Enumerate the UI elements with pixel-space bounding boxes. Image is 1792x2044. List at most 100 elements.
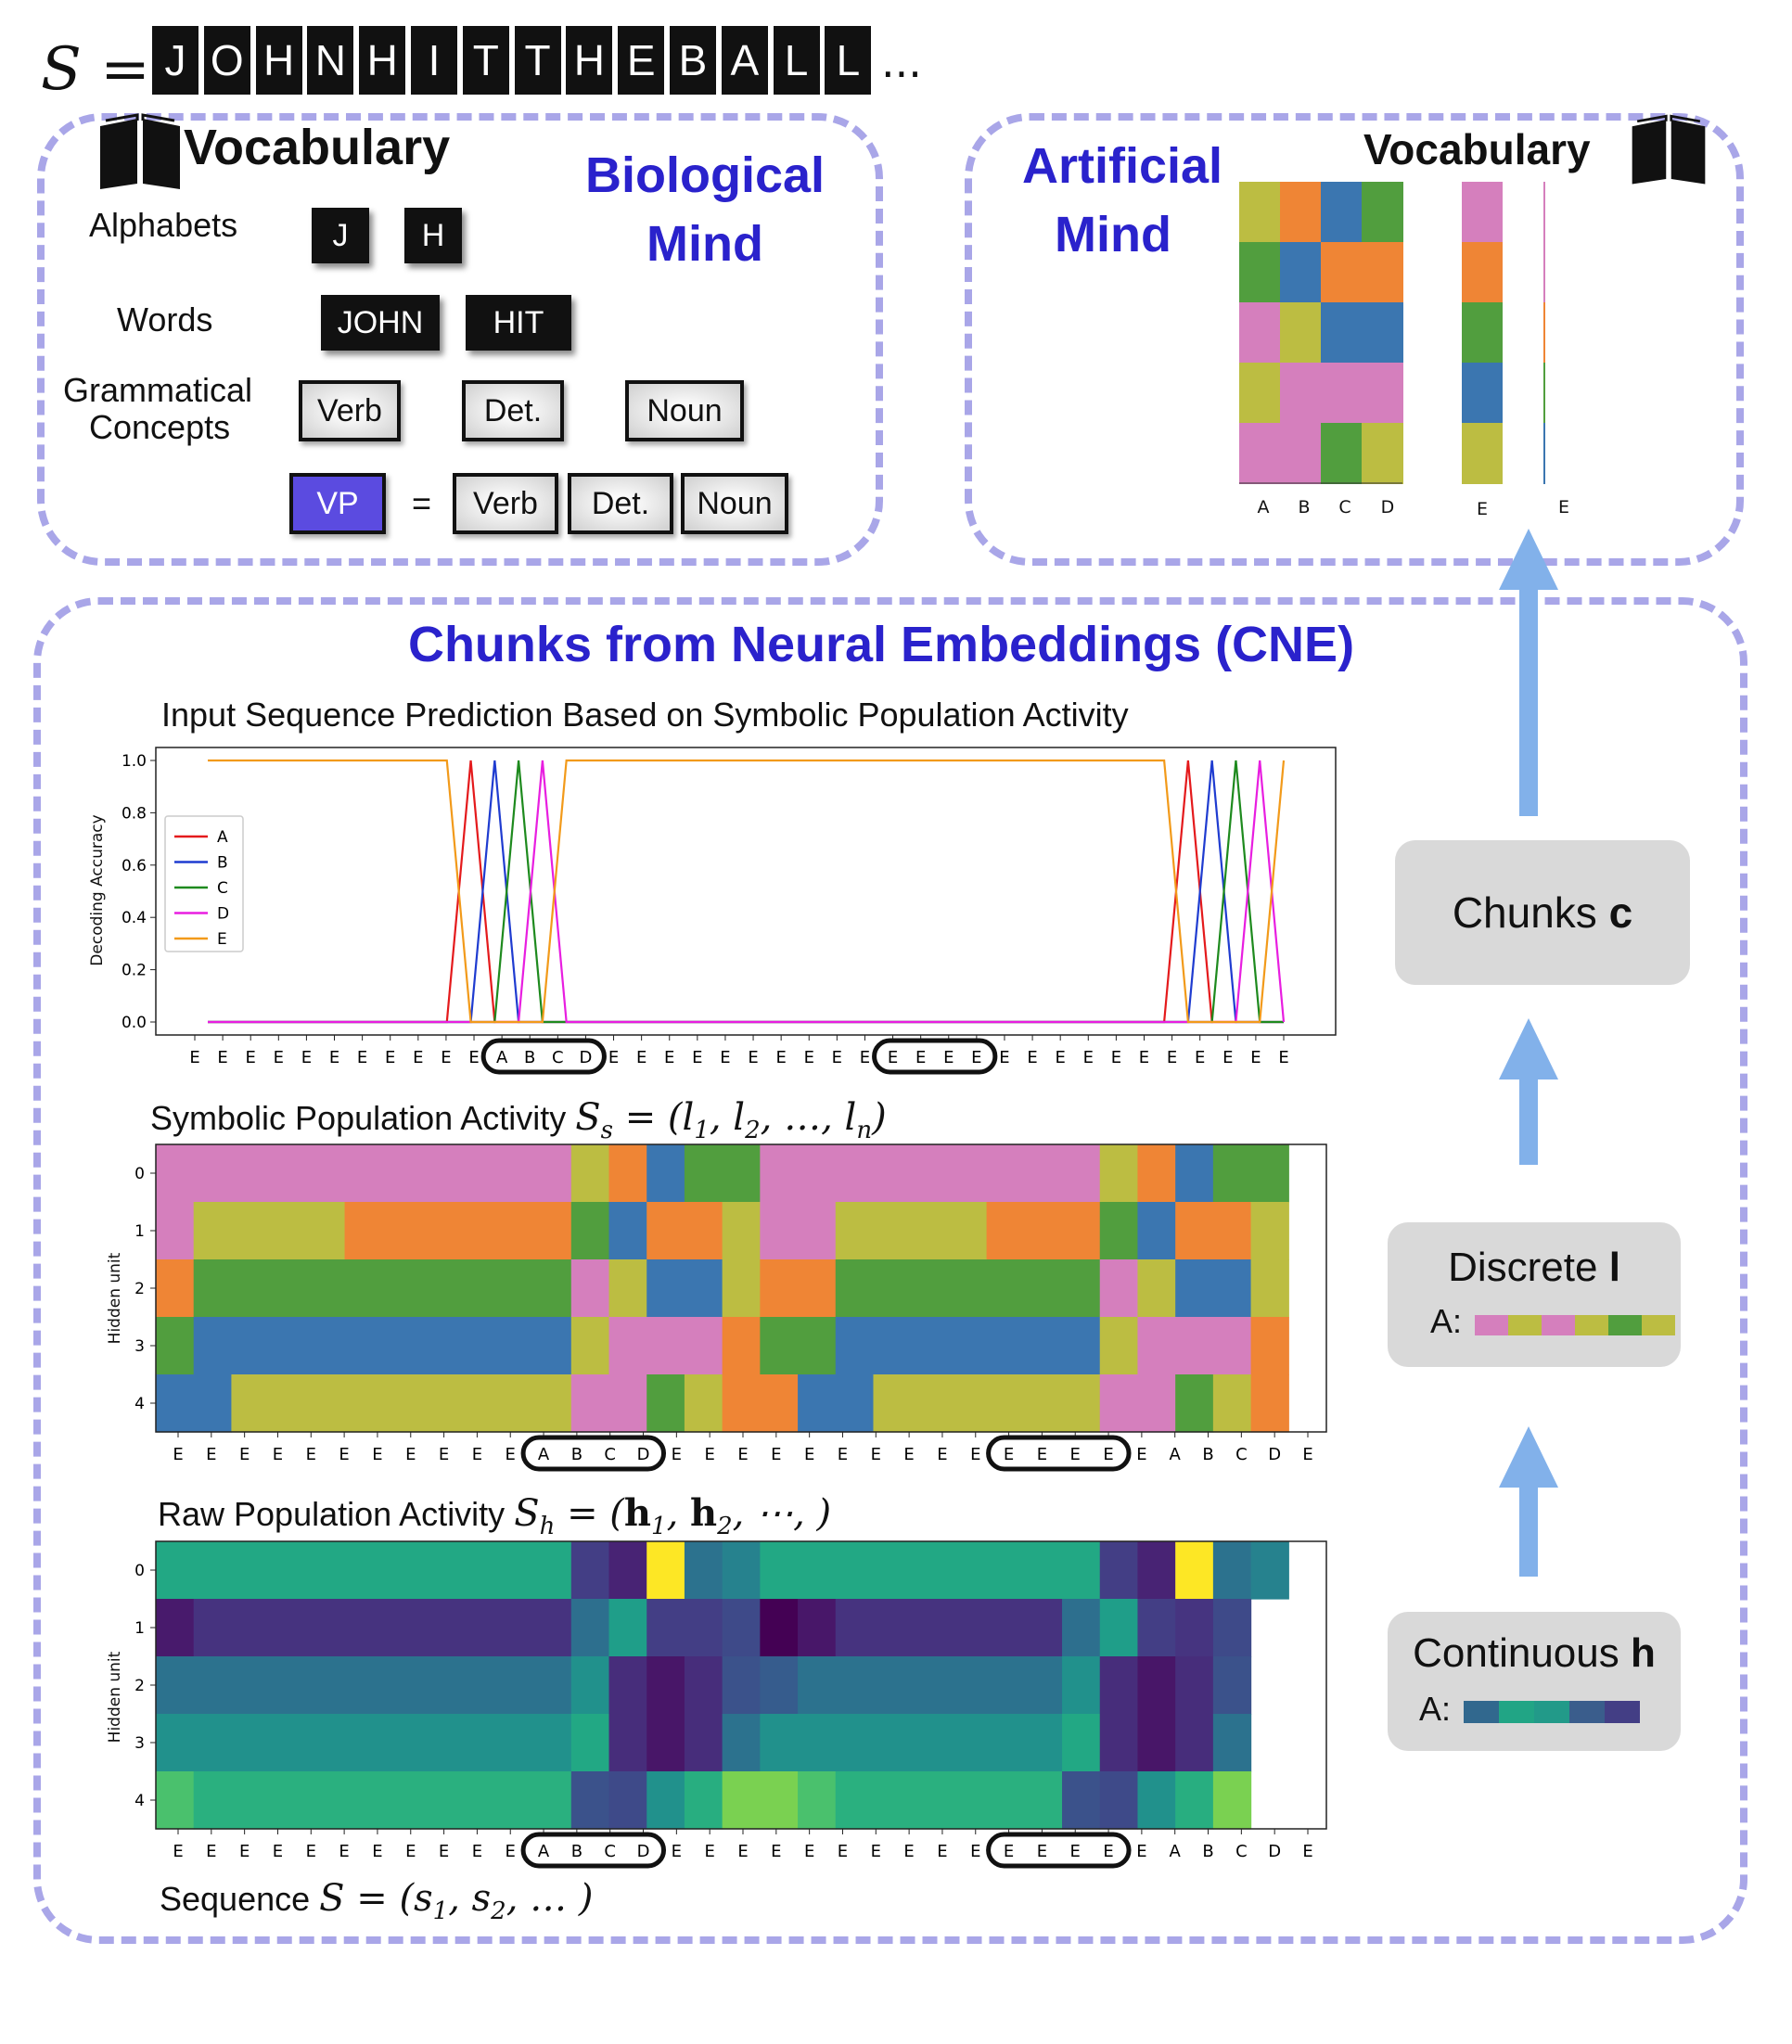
sym-cell xyxy=(873,1374,1101,1433)
sym-xtick: E xyxy=(1103,1445,1113,1464)
discrete-label: Discrete xyxy=(1448,1245,1598,1290)
sym-cell xyxy=(1175,1202,1252,1260)
sequence-letter: O xyxy=(203,26,250,95)
raw-cell xyxy=(1062,1599,1101,1657)
discrete-symbol: l xyxy=(1608,1245,1620,1290)
pred-xtick: E xyxy=(636,1048,646,1067)
raw-cell xyxy=(646,1599,723,1657)
raw-cell xyxy=(1175,1599,1214,1657)
sequence-letter: B xyxy=(670,26,716,95)
pred-xtick: E xyxy=(720,1048,730,1067)
sym-cell xyxy=(1250,1374,1289,1433)
raw-xtick: D xyxy=(1268,1842,1281,1861)
vocab-cell xyxy=(1462,302,1503,364)
sequence-footer: Sequence S = (s1, s2, … ) xyxy=(160,1877,593,1925)
raw-cell xyxy=(722,1771,799,1830)
pred-legend xyxy=(164,815,244,952)
pred-legend-label: B xyxy=(217,854,228,873)
raw-cell xyxy=(608,1656,647,1715)
raw-cell xyxy=(684,1656,723,1715)
pred-xtick: E xyxy=(1083,1048,1094,1067)
vocab-cell xyxy=(1321,182,1363,243)
raw-cell xyxy=(684,1714,723,1772)
raw-cell xyxy=(1212,1714,1252,1772)
raw-xtick: E xyxy=(737,1842,748,1861)
raw-cell xyxy=(1212,1541,1252,1600)
pred-xtick: E xyxy=(329,1048,339,1067)
sym-cell xyxy=(684,1144,761,1203)
sequence-letter: L xyxy=(773,26,820,95)
sym-cell xyxy=(986,1202,1101,1260)
raw-xtick: E xyxy=(1037,1842,1047,1861)
raw-cell xyxy=(1212,1599,1252,1657)
vocab-cell xyxy=(1280,423,1322,484)
vocab-cell xyxy=(1280,363,1322,424)
raw-xtick: E xyxy=(970,1842,980,1861)
sym-cell xyxy=(760,1317,837,1375)
sym-cell xyxy=(1137,1259,1176,1318)
pred-xtick: E xyxy=(804,1048,814,1067)
book-icon xyxy=(96,113,184,193)
sym-cell xyxy=(608,1202,647,1260)
pred-xtick: E xyxy=(274,1048,284,1067)
raw-xtick: E xyxy=(273,1842,283,1861)
sym-cell xyxy=(231,1374,572,1433)
raw-xtick: E xyxy=(903,1842,914,1861)
sym-plot-title: Symbolic Population Activity xyxy=(150,1099,567,1137)
vocab-cell xyxy=(1462,242,1503,303)
sym-cell xyxy=(1137,1317,1252,1375)
pred-xtick: E xyxy=(468,1048,479,1067)
alphabet-h: H xyxy=(404,208,462,263)
sym-cell xyxy=(1250,1317,1289,1375)
sym-cell xyxy=(156,1202,195,1260)
grammar-label-2: Concepts xyxy=(89,408,231,446)
sym-cell xyxy=(1175,1144,1214,1203)
raw-cell xyxy=(835,1599,1063,1657)
raw-xtick: E xyxy=(804,1842,814,1861)
raw-xtick: E xyxy=(704,1842,714,1861)
pred-xtick: E xyxy=(1111,1048,1121,1067)
sequence-footer-label: Sequence xyxy=(160,1880,311,1918)
sym-xtick: E xyxy=(506,1445,516,1464)
pred-xtick: E xyxy=(189,1048,199,1067)
raw-cell xyxy=(1212,1656,1252,1715)
pred-series-line xyxy=(208,759,1286,1024)
vocab-cell xyxy=(1462,423,1503,484)
art-mind-title-1: Artificial xyxy=(1021,138,1223,194)
sym-xtick: E xyxy=(405,1445,416,1464)
pred-xtick: E xyxy=(943,1048,954,1067)
pred-xtick: E xyxy=(385,1048,395,1067)
bio-mind-title-1: Biological xyxy=(584,147,826,203)
raw-cell xyxy=(570,1599,610,1657)
pred-plot-title: Input Sequence Prediction Based on Symbo… xyxy=(161,696,1129,734)
sequence-letter: I xyxy=(411,26,457,95)
pred-ytick: 0.4 xyxy=(122,909,147,927)
raw-cell xyxy=(608,1541,647,1600)
pred-xtick: E xyxy=(1250,1048,1261,1067)
pred-ytick: 0.0 xyxy=(122,1014,147,1032)
sym-cell xyxy=(684,1374,723,1433)
sequence-letter: E xyxy=(618,26,665,95)
sym-xtick: E xyxy=(1070,1445,1081,1464)
sym-xtick: E xyxy=(1037,1445,1047,1464)
sym-cell xyxy=(570,1374,647,1433)
vocab-cell xyxy=(1280,302,1322,364)
sym-cell xyxy=(156,1374,233,1433)
concept-det: Det. xyxy=(462,380,564,441)
raw-xtick: E xyxy=(1004,1842,1014,1861)
discrete-prefix: A: xyxy=(1430,1302,1463,1340)
raw-xtick: A xyxy=(1170,1842,1182,1861)
sym-xtick: E xyxy=(804,1445,814,1464)
abcd-highlight xyxy=(872,1038,998,1075)
raw-xtick: E xyxy=(506,1842,516,1861)
sequence-ellipsis: ... xyxy=(881,37,922,87)
sym-cell xyxy=(570,1259,610,1318)
raw-cell xyxy=(1099,1656,1139,1715)
chunks-symbol: c xyxy=(1608,888,1633,937)
sym-cell xyxy=(344,1202,572,1260)
raw-cell xyxy=(646,1771,685,1830)
raw-xtick: B xyxy=(1202,1842,1213,1861)
sym-xtick: E xyxy=(970,1445,980,1464)
pred-xtick: C xyxy=(552,1048,564,1067)
sequence-symbol: S = xyxy=(41,35,150,104)
